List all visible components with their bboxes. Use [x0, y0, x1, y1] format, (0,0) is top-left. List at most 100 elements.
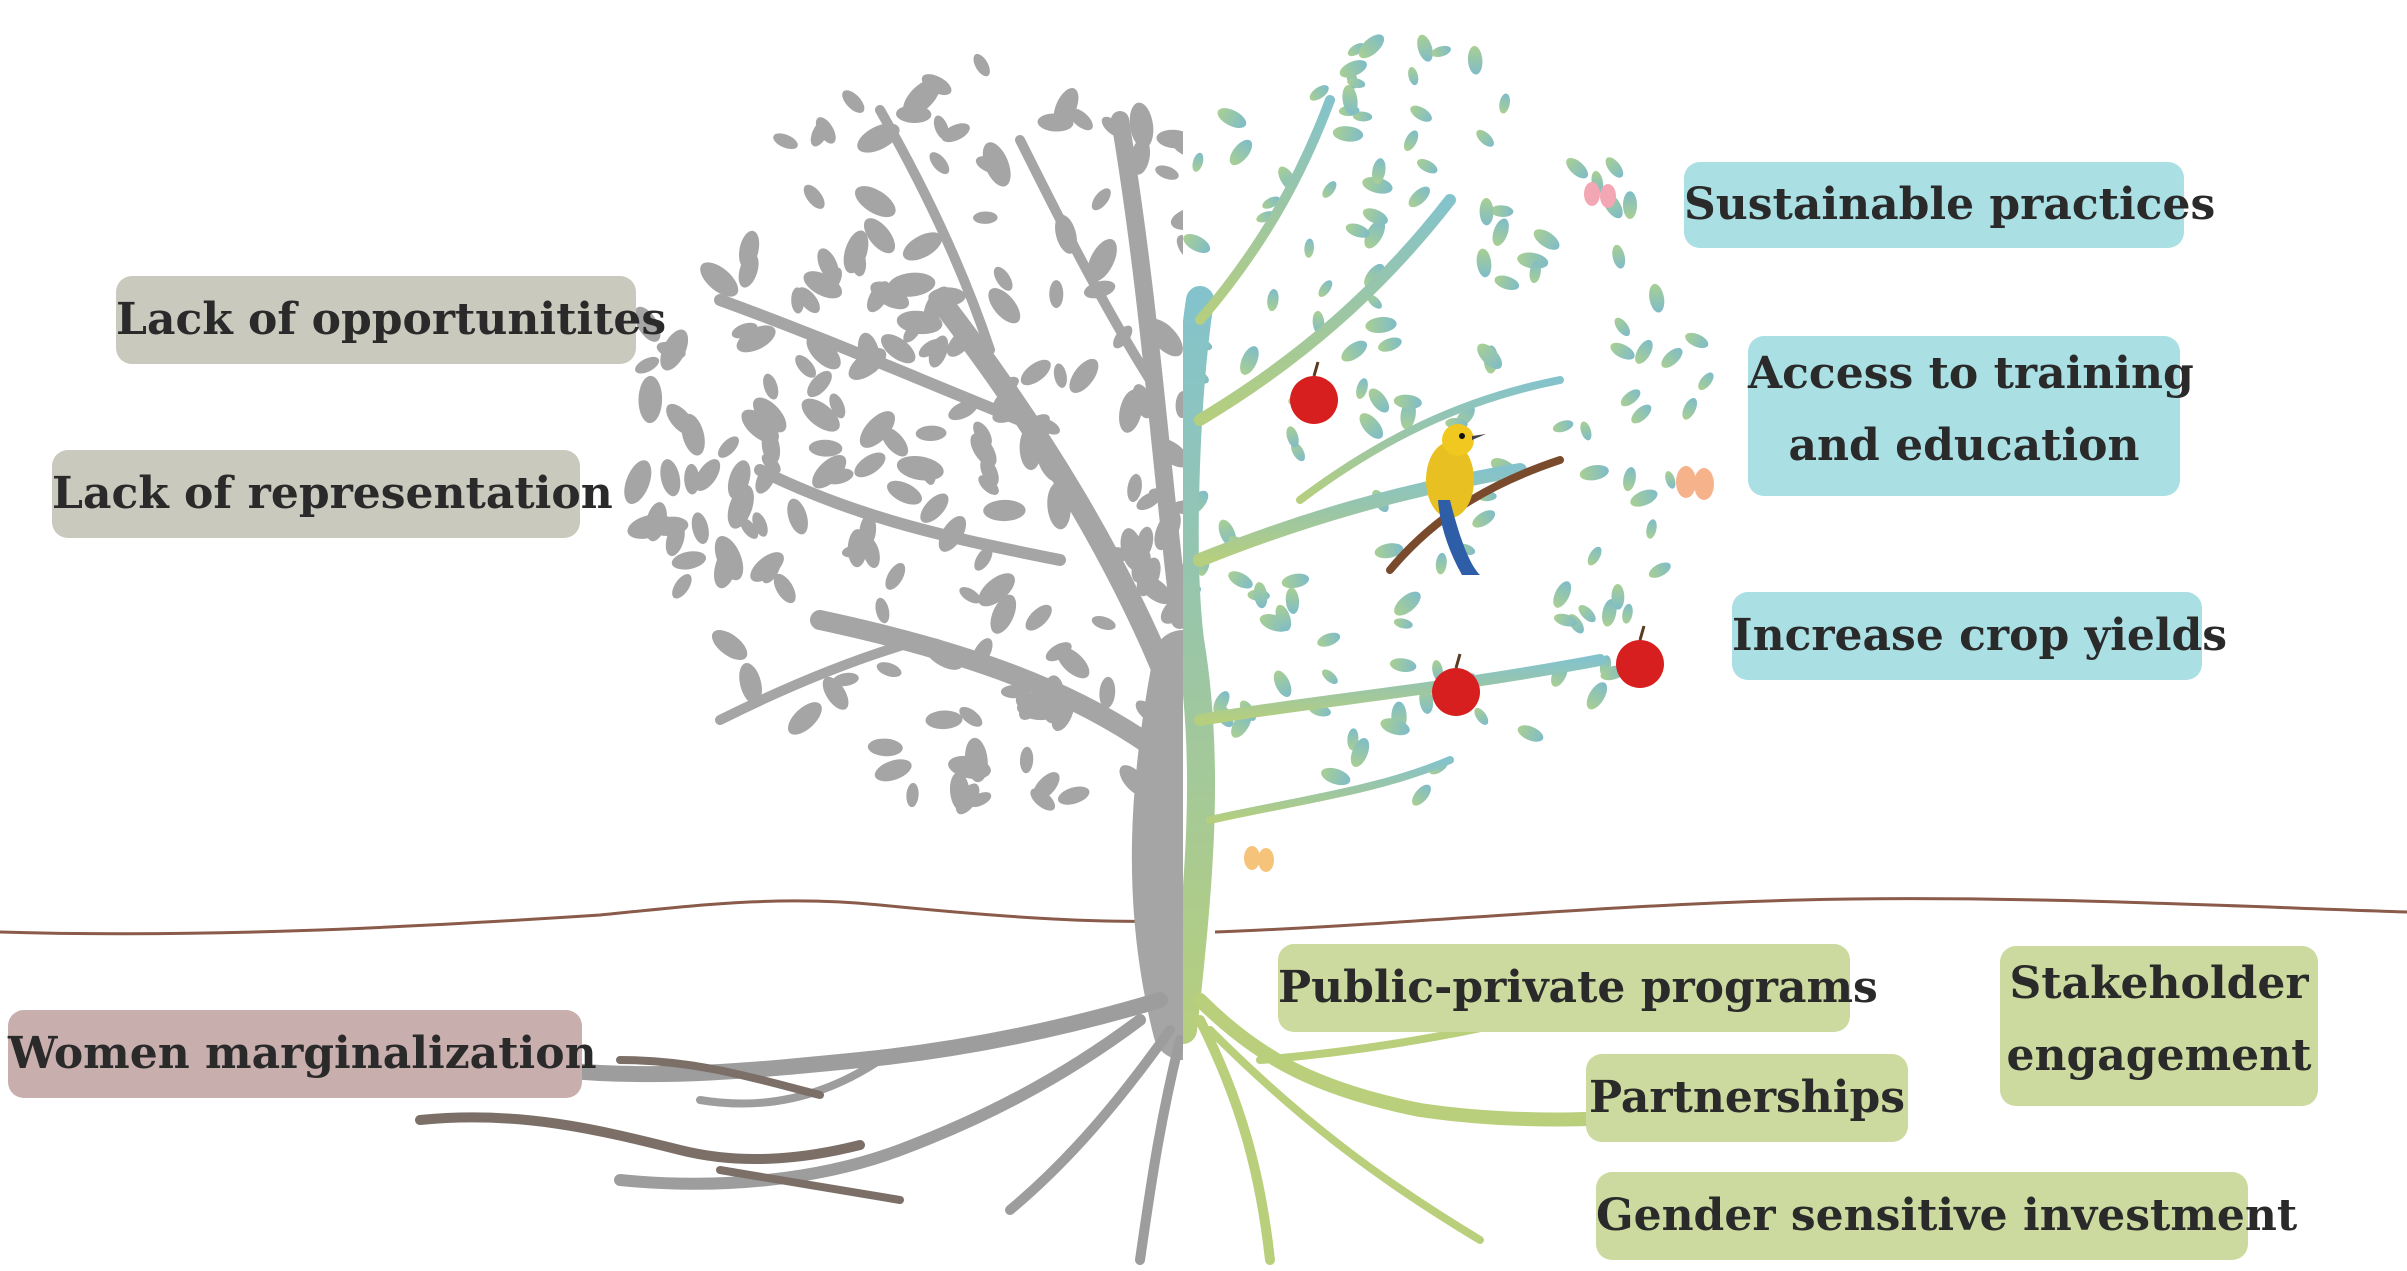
leaf-icon [1217, 108, 1247, 129]
leaf-icon [970, 433, 997, 467]
leaf-icon [1476, 248, 1492, 278]
leaf-icon [694, 459, 721, 491]
leaf-icon [761, 429, 781, 465]
leaf-icon [867, 738, 903, 757]
leaf-icon [1228, 571, 1253, 589]
leaf-icon [752, 397, 787, 433]
leaf-icon [1019, 746, 1034, 774]
colored-tree-half [1062, 34, 1727, 1265]
apple-icon-3 [1616, 625, 1664, 688]
leaf-icon [875, 597, 890, 624]
leaf-icon [915, 425, 947, 442]
leaf-icon [1393, 360, 1413, 393]
leaf-icon [1235, 486, 1254, 522]
leaf-icon [808, 439, 843, 457]
leaf-icon [1393, 618, 1413, 629]
ground-line-left [0, 899, 1184, 936]
leaf-icon [870, 281, 910, 310]
leaf-icon [1213, 691, 1230, 714]
leaf-icon [1472, 510, 1496, 528]
leaf-icon [978, 573, 1015, 607]
leaf-icon [1533, 229, 1560, 250]
leaf-icon [1553, 581, 1572, 608]
leaf-icon [1602, 599, 1617, 627]
apple-icon-2 [1432, 653, 1480, 716]
leaf-icon [1623, 467, 1636, 492]
leaf-icon [906, 782, 919, 808]
leaf-icon [1309, 85, 1329, 101]
leaf-icon [1403, 130, 1419, 151]
leaf-icon [1202, 141, 1230, 182]
leaf-icon [948, 755, 991, 779]
leaf-icon [787, 498, 808, 535]
leaf-icon [1698, 372, 1714, 391]
leaf-icon [1249, 164, 1283, 200]
leaf-icon [1171, 500, 1183, 515]
leaf-icon [862, 537, 880, 569]
leaf-icon [1416, 158, 1438, 174]
leaf-icon [1364, 219, 1386, 249]
leaf-icon [876, 662, 902, 678]
leaf-icon [1197, 433, 1227, 458]
leaf-icon [810, 119, 830, 147]
label-access-line-2: and education [1788, 420, 2140, 471]
leaf-icon [1267, 289, 1279, 312]
leaf-icon [1517, 725, 1544, 742]
leaf-icon [1239, 640, 1265, 686]
leaf-icon [1605, 157, 1624, 178]
grey-tree-half [415, 53, 1413, 1265]
leaf-icon [1240, 346, 1259, 375]
leaf-icon [1170, 206, 1183, 231]
leaf-icon [1359, 413, 1384, 439]
leaf-icon [1127, 473, 1142, 503]
leaf-icon [1229, 139, 1253, 166]
leaf-icon [1136, 557, 1161, 597]
leaf-icon [973, 421, 992, 447]
leaf-icon [739, 662, 762, 705]
leaf-icon [1389, 658, 1417, 672]
leaf-icon [1347, 78, 1366, 88]
label-lack-of-representation: Lack of representation [52, 450, 613, 538]
leaf-icon [973, 211, 998, 224]
leaf-icon [1069, 358, 1099, 393]
leaf-icon [1587, 546, 1602, 566]
label-sustainable-practices: Sustainable practices [1684, 162, 2215, 248]
leaf-icon [1620, 389, 1641, 407]
leaf-icon [656, 341, 686, 359]
leaf-icon [1431, 45, 1451, 57]
leaf-icon [1358, 34, 1385, 59]
leaf-icon [1364, 263, 1385, 288]
leaf-icon [832, 672, 859, 687]
leaf-icon [1275, 604, 1292, 631]
leaf-icon [920, 493, 949, 523]
butterfly-icon-2 [1676, 466, 1714, 500]
leaf-icon [1091, 188, 1111, 211]
leaf-icon [859, 411, 895, 448]
leaf-icon [1368, 388, 1390, 413]
leaf-icon [1222, 435, 1248, 477]
leaf-icon [1474, 707, 1489, 725]
butterfly-icon-1 [1584, 182, 1616, 208]
leaf-icon [1342, 85, 1358, 115]
leaf-icon [973, 53, 990, 77]
leaf-icon [1155, 165, 1179, 180]
leaf-icon [1064, 301, 1091, 331]
leaf-icon [1614, 317, 1631, 337]
leaf-icon [1417, 34, 1433, 62]
leaf-icon [791, 287, 805, 314]
leaf-icon [1352, 111, 1373, 122]
leaf-icon [1062, 533, 1076, 554]
leaf-icon [1253, 582, 1268, 609]
leaf-icon [763, 373, 779, 400]
leaf-icon [634, 306, 661, 342]
leaf-icon [1646, 519, 1657, 539]
leaf-icon [1580, 421, 1592, 441]
leaf-icon [993, 266, 1013, 291]
leaf-icon [1374, 543, 1404, 559]
leaf-icon [887, 272, 936, 297]
leaf-icon [1566, 157, 1589, 179]
leaf-icon [1393, 394, 1422, 409]
leaf-icon [1099, 676, 1116, 709]
leaf-icon [933, 115, 949, 140]
